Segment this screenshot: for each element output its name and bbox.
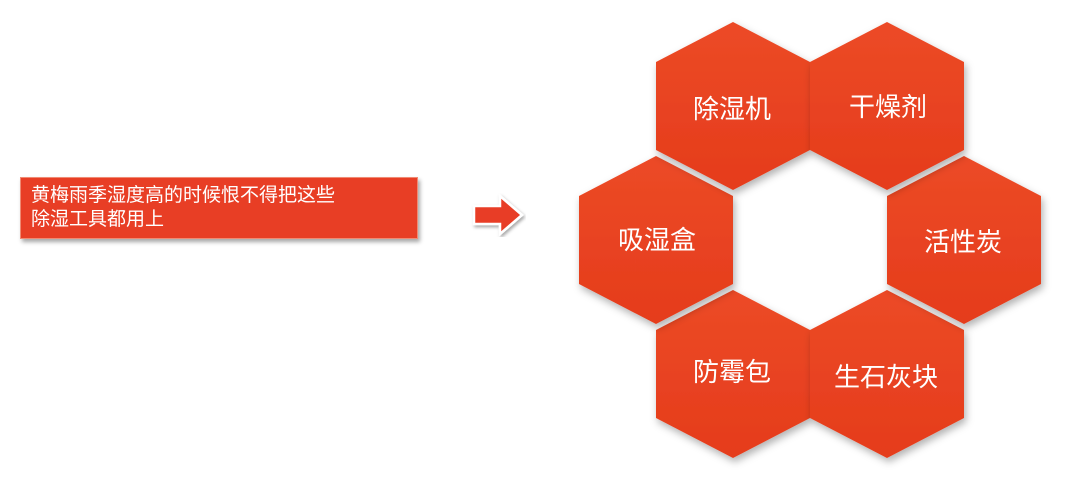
hexagon-item-shengshihuikuai: 生石灰块 (810, 290, 964, 458)
caption-line-2: 除湿工具都用上 (31, 208, 165, 230)
hexagon-label: 防霉包 (693, 358, 771, 388)
caption-line-1: 黄梅雨季湿度高的时候恨不得把这些 (31, 184, 336, 206)
hexagon-item-ganzaoji: 干燥剂 (810, 22, 964, 190)
hexagon-ring-diagram: 防霉包 生石灰块 吸湿盒 活性炭 除湿机 干燥剂 (579, 22, 1041, 458)
caption-box: 黄梅雨季湿度高的时候恨不得把这些 除湿工具都用上 (20, 177, 418, 239)
hexagon-label: 活性炭 (924, 228, 1002, 258)
hexagon-label: 生石灰块 (834, 363, 938, 393)
hexagon-label: 干燥剂 (849, 93, 927, 123)
hexagon-item-huoxingtan: 活性炭 (887, 156, 1041, 324)
hexagon-item-fangmeibao: 防霉包 (656, 290, 810, 458)
right-arrow-icon (472, 193, 524, 237)
hexagon-label: 除湿机 (693, 95, 771, 125)
hexagon-label: 吸湿盒 (618, 226, 696, 256)
hexagon-item-xishihe: 吸湿盒 (579, 156, 733, 324)
hexagon-item-chushiji: 除湿机 (656, 22, 810, 190)
